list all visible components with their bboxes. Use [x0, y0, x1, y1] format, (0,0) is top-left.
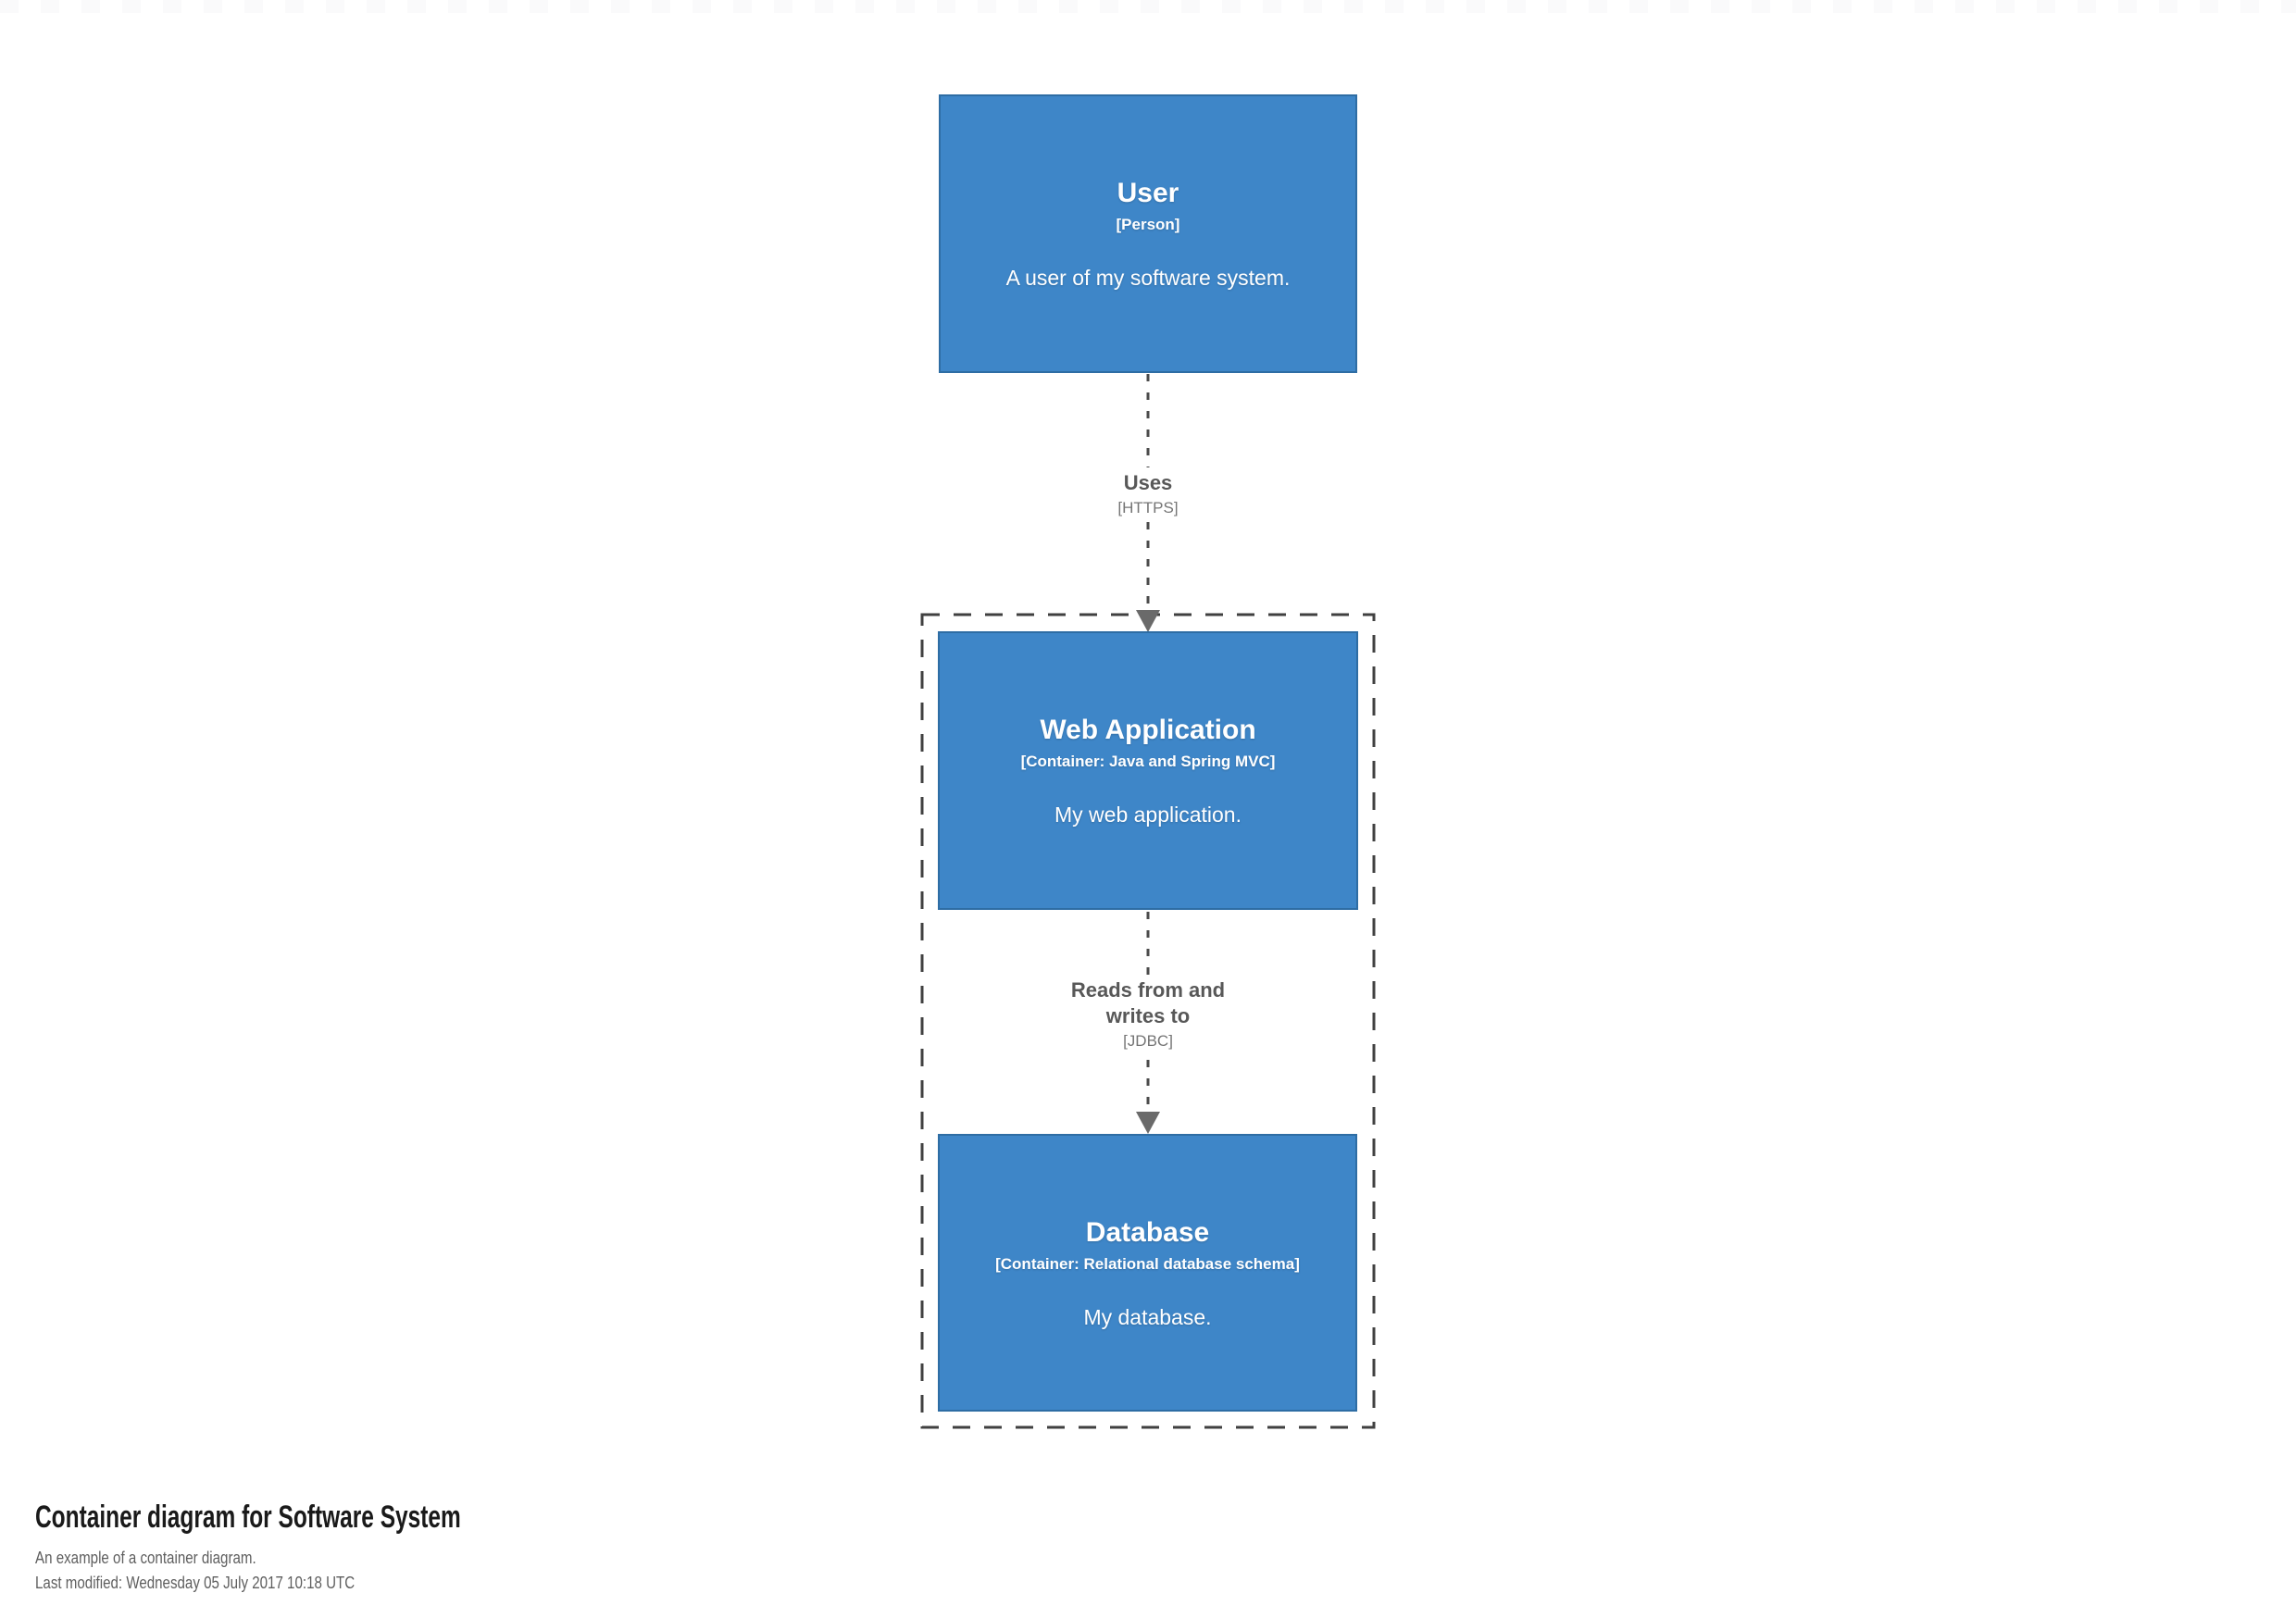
element-metadata: [Person]: [1116, 216, 1180, 233]
relationship-label-reads-writes[interactable]: Reads from and writes to [JDBC]: [1039, 975, 1257, 1054]
element-metadata: [Container: Java and Spring MVC]: [1020, 753, 1276, 770]
relationship-name: Uses: [1123, 471, 1173, 494]
diagram-description: An example of a container diagram.: [35, 1549, 256, 1567]
diagram-title: Container diagram for Software System: [35, 1500, 461, 1535]
diagram-footer: Container diagram for Software System An…: [35, 1498, 627, 1596]
element-name: Database: [1085, 1216, 1210, 1248]
relationship-technology: [HTTPS]: [1117, 499, 1179, 517]
element-description: My database.: [1083, 1304, 1212, 1329]
element-name: User: [1117, 178, 1179, 208]
arrowhead-down-icon: [1136, 1112, 1160, 1134]
element-database[interactable]: Database [Container: Relational database…: [938, 1134, 1357, 1412]
diagram-last-modified: Last modified: Wednesday 05 July 2017 10…: [35, 1574, 356, 1592]
element-user[interactable]: User [Person] A user of my software syst…: [939, 94, 1357, 373]
element-description: A user of my software system.: [1005, 266, 1291, 290]
arrowhead-down-icon: [1136, 610, 1160, 632]
element-description: My web application.: [1054, 803, 1242, 827]
top-faint-dashed-strip: [0, 0, 2296, 13]
element-name: Web Application: [1040, 715, 1256, 745]
element-web-application[interactable]: Web Application [Container: Java and Spr…: [938, 631, 1358, 910]
relationship-label-uses[interactable]: Uses [HTTPS]: [1076, 467, 1220, 521]
element-metadata: [Container: Relational database schema]: [995, 1254, 1300, 1273]
relationship-name: Reads from and writes to: [1070, 978, 1226, 1027]
relationship-technology: [JDBC]: [1123, 1032, 1173, 1050]
